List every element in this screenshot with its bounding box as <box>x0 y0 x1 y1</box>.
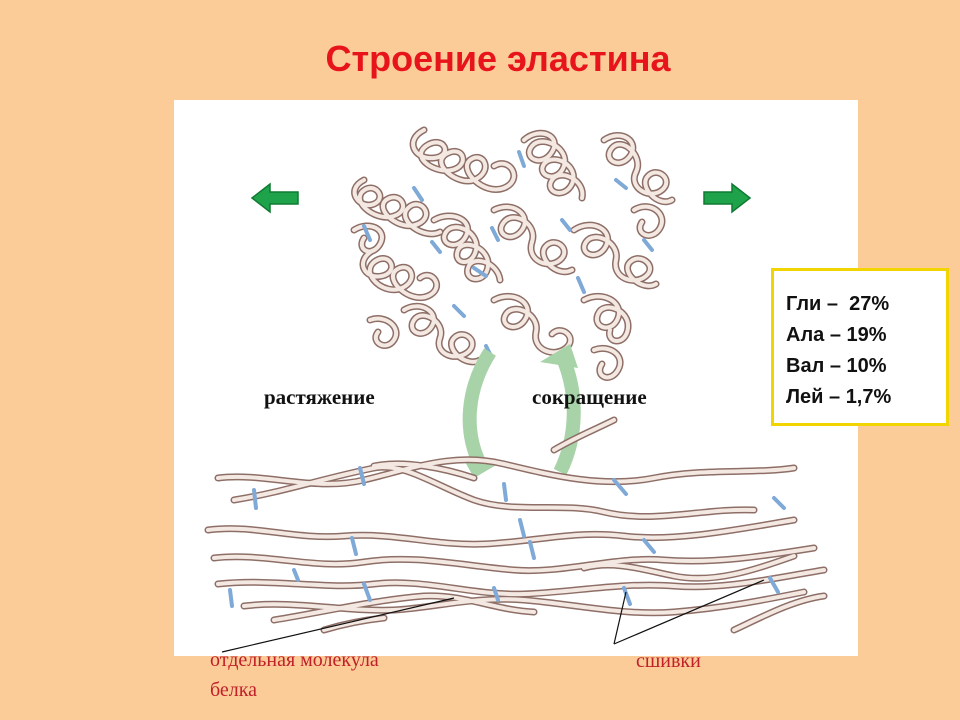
single-molecule-caption-line1: отдельная молекула <box>210 649 379 671</box>
single-molecule-caption-line2: белка <box>210 679 258 701</box>
single-molecule-caption: отдельная молекула белка <box>210 645 470 705</box>
composition-gly: Гли – 27% <box>786 293 890 315</box>
elastin-diagram <box>204 126 828 653</box>
contract-cycle-arrow <box>540 344 581 476</box>
right-arrow-icon <box>703 182 752 214</box>
composition-leu: Лей – 1,7% <box>786 386 892 408</box>
crosslinks-caption: сшивки <box>636 650 701 672</box>
stretch-label: растяжение <box>264 385 375 409</box>
contract-label: сокращение <box>532 385 647 409</box>
caption-pointers <box>221 579 765 653</box>
composition-ala: Ала – 19% <box>786 324 887 346</box>
composition-val: Вал – 10% <box>786 355 887 377</box>
diagram-panel <box>174 100 858 656</box>
left-arrow-icon <box>250 182 299 214</box>
coiled-network <box>350 126 676 381</box>
stretched-fibers <box>204 416 828 634</box>
amino-acid-composition-box: Гли – 27% Ала – 19% Вал – 10% Лей – 1,7% <box>771 268 949 426</box>
page-title: Строение эластина <box>325 38 671 79</box>
